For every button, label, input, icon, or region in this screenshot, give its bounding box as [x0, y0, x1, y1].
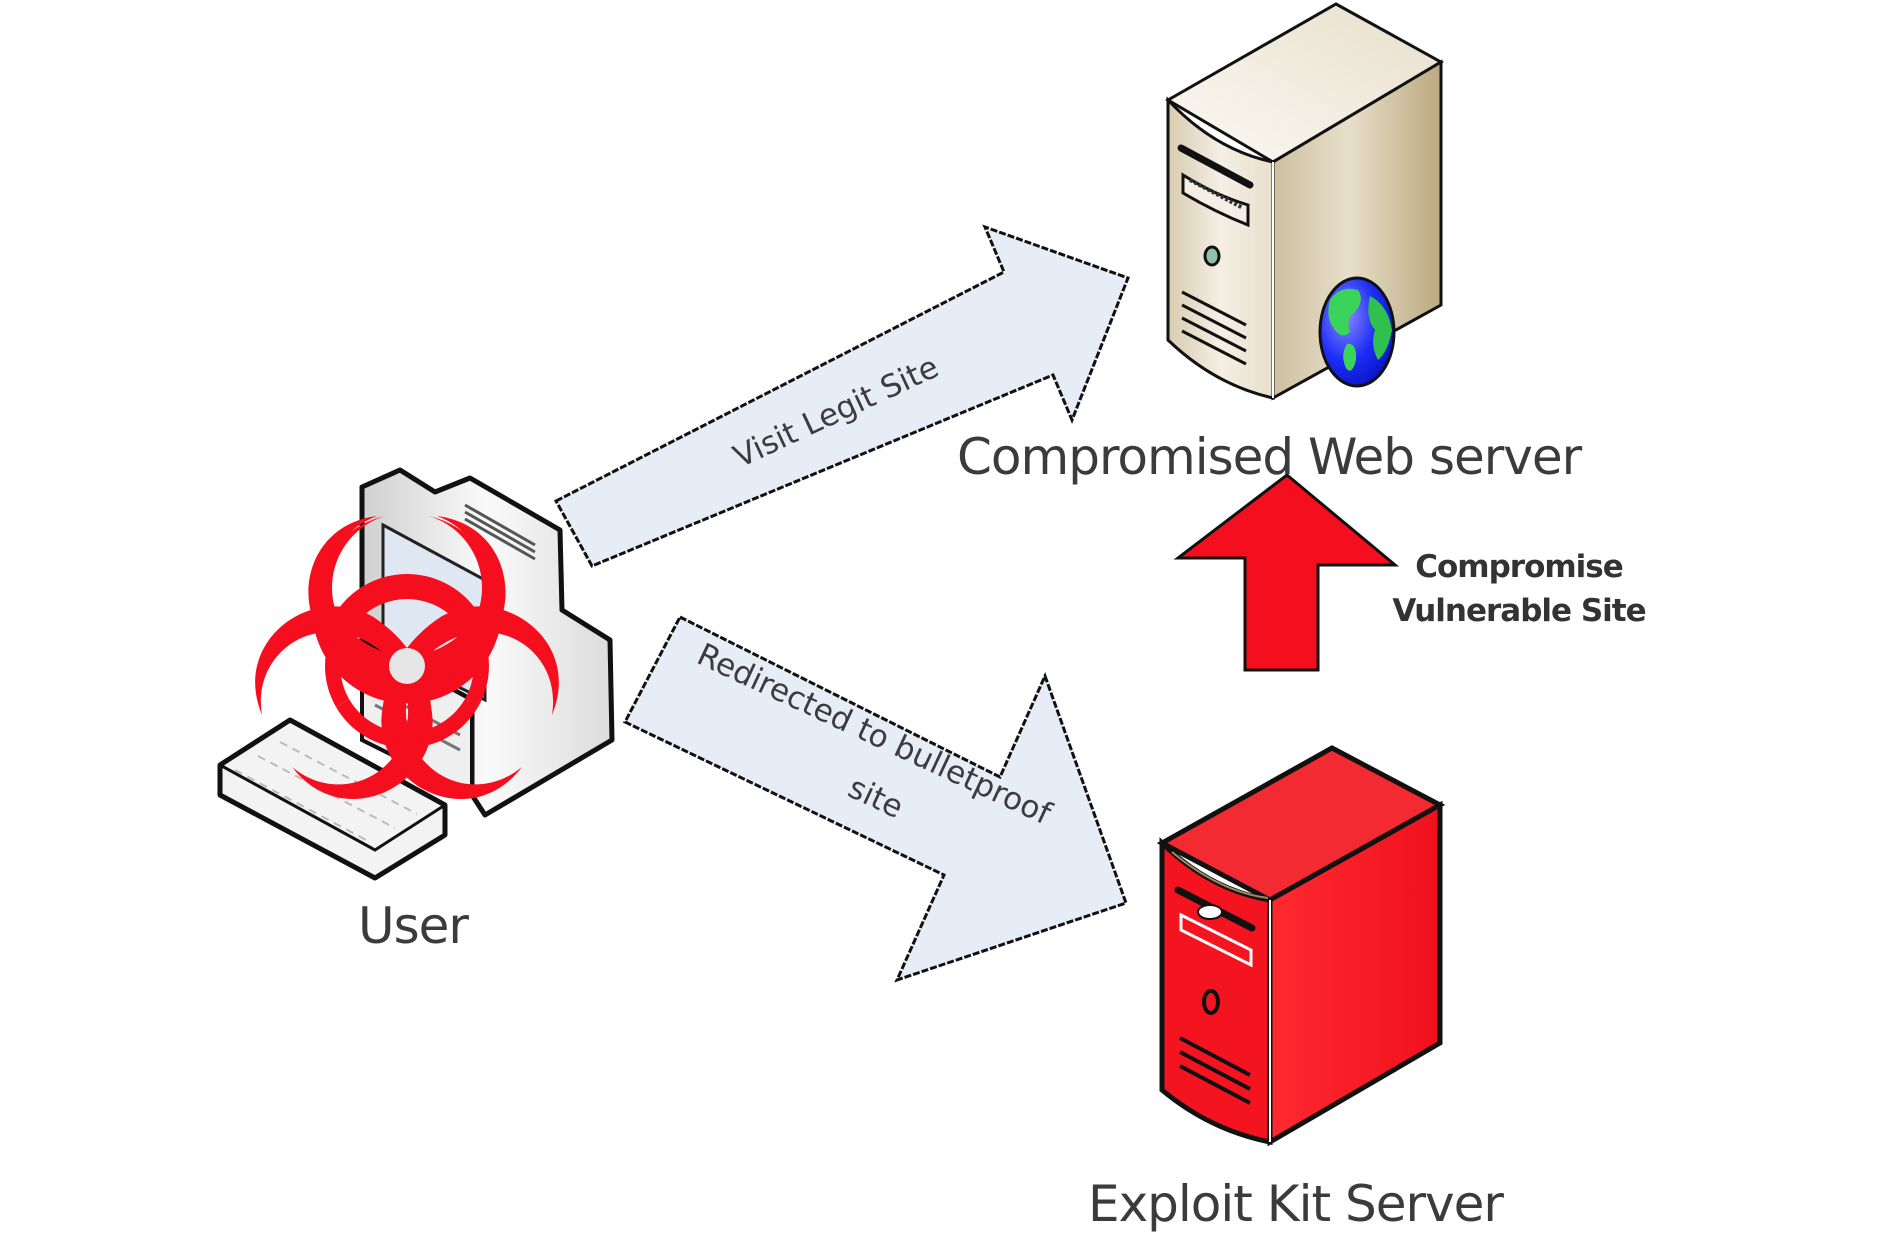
keyboard-icon: [217, 717, 448, 881]
arrow-redirect: Redirected to bulletproof site: [622, 615, 1128, 983]
arrow-visit-legit-site: Visit Legit Site: [553, 224, 1130, 568]
arrow-compromise: [1173, 473, 1400, 672]
web-server-icon: [1165, 2, 1445, 401]
user-label: User: [358, 897, 469, 955]
exploit-server-icon: [1156, 745, 1446, 1147]
compromise-label-line2: Vulnerable Site: [1392, 593, 1646, 629]
web-server-label: Compromised Web server: [957, 428, 1582, 486]
biohazard-icon: [255, 516, 559, 799]
exploit-server-label: Exploit Kit Server: [1088, 1175, 1504, 1233]
compromise-label: Compromise Vulnerable Site: [1376, 545, 1662, 633]
compromise-label-line1: Compromise: [1415, 549, 1624, 585]
globe-icon: [1318, 276, 1396, 388]
